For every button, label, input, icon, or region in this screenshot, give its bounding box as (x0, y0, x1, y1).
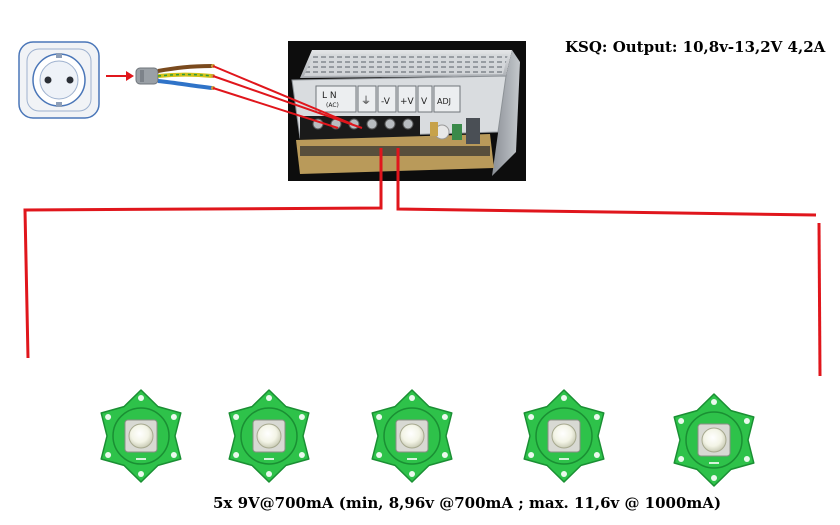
psu-label-v: V (421, 97, 428, 107)
psu-label-ln: L N (322, 91, 337, 101)
led-star-icon (228, 389, 310, 483)
power-socket-icon (18, 41, 100, 119)
led-array (100, 389, 755, 487)
led-star-icon (371, 389, 453, 483)
led-star-icon (100, 389, 182, 483)
dc-output-wires (23, 148, 822, 377)
led-star-icon (523, 389, 605, 483)
psu-label-minus-v: -V (381, 97, 391, 107)
arrow-icon (106, 71, 134, 81)
psu-label-plus-v: +V (400, 97, 415, 107)
psu-label-adj: ADJ (437, 97, 451, 106)
power-supply-icon: L N (AC) ⏚ -V +V V ADJ (288, 41, 526, 181)
output-spec-title: KSQ: Output: 10,8v-13,2V 4,2A (565, 38, 826, 56)
psu-label-ground: ⏚ (361, 95, 371, 107)
ac-input-wires (212, 65, 363, 129)
power-cable-icon (135, 64, 215, 90)
led-star-icon (673, 393, 755, 487)
psu-label-ac: (AC) (326, 102, 339, 109)
led-spec-caption: 5x 9V@700mA (min, 8,96v @700mA ; max. 11… (213, 494, 722, 512)
